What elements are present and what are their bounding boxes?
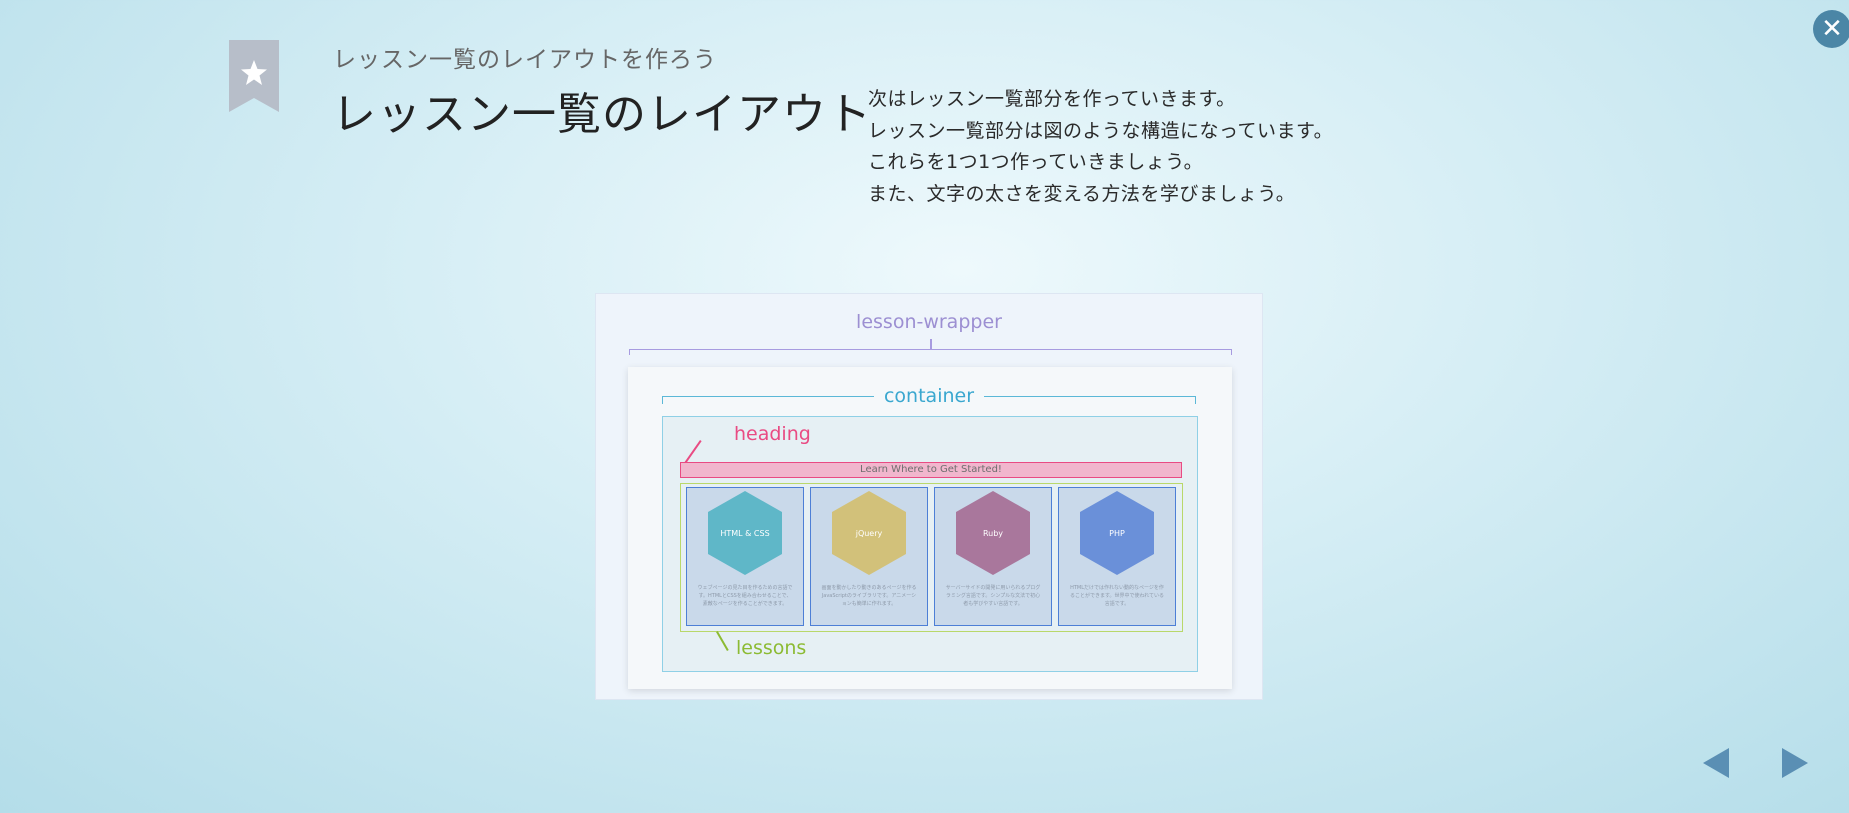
lesson-subtitle: レッスン一覧のレイアウトを作ろう: [333, 47, 717, 73]
description-line: これらを1つ1つ作っていきましょう。: [868, 151, 1204, 174]
lesson-wrapper-bracket-tick: [930, 339, 932, 350]
lesson-card-title: Ruby: [982, 528, 1004, 538]
lessons-label: lessons: [736, 637, 807, 659]
container-bracket-left: [662, 396, 874, 404]
description-line: レッスン一覧部分は図のような構造になっています。: [868, 119, 1334, 142]
lessons-box: [680, 483, 1183, 632]
layout-diagram: lesson-wrapper container heading Learn W…: [595, 293, 1263, 700]
lesson-card: jQuery 画面を動かしたり動きのあるページを作るJavaScriptのライブ…: [810, 487, 928, 626]
page-title: レッスン一覧のレイアウト: [332, 89, 872, 140]
lesson-card-title: PHP: [1109, 528, 1125, 538]
lesson-card-text: サーバーサイドの開発に用いられるプログラミング言語です。シンプルな文法で初心者も…: [945, 585, 1041, 607]
lesson-card: HTML & CSS ウェブページの見た目を作るための言語です。HTMLとCSS…: [686, 487, 804, 626]
lesson-card-text: ウェブページの見た目を作るための言語です。HTMLとCSSを組み合わせることで、…: [697, 585, 793, 607]
container-bracket-right: [984, 396, 1196, 404]
heading-label: heading: [734, 423, 811, 445]
lesson-card-title: jQuery: [855, 528, 883, 538]
heading-bar: Learn Where to Get Started!: [680, 462, 1182, 478]
hexagon-icon: jQuery: [832, 491, 906, 575]
lesson-card-text: HTMLだけでは作れない動的なページを作ることができます。世界中で使われている言…: [1069, 585, 1165, 607]
description: 次はレッスン一覧部分を作っていきます。 レッスン一覧部分は図のような構造になって…: [868, 84, 1388, 211]
hexagon-icon: Ruby: [956, 491, 1030, 575]
lesson-card: Ruby サーバーサイドの開発に用いられるプログラミング言語です。シンプルな文法…: [934, 487, 1052, 626]
lesson-card-title: HTML & CSS: [720, 528, 770, 538]
container-label: container: [883, 385, 975, 407]
description-line: 次はレッスン一覧部分を作っていきます。: [868, 88, 1236, 110]
lesson-wrapper-label: lesson-wrapper: [856, 311, 1002, 333]
hexagon-icon: HTML & CSS: [708, 491, 782, 575]
prev-arrow-icon[interactable]: [1703, 748, 1729, 778]
hexagon-icon: PHP: [1080, 491, 1154, 575]
description-line: また、文字の太さを変える方法を学びましょう。: [868, 183, 1296, 206]
star-bookmark-icon: [229, 40, 279, 112]
close-icon[interactable]: ✕: [1813, 10, 1849, 48]
lesson-card-text: 画面を動かしたり動きのあるページを作るJavaScriptのライブラリです。アニ…: [821, 585, 917, 607]
next-arrow-icon[interactable]: [1782, 748, 1808, 778]
lesson-card: PHP HTMLだけでは作れない動的なページを作ることができます。世界中で使われ…: [1058, 487, 1176, 626]
